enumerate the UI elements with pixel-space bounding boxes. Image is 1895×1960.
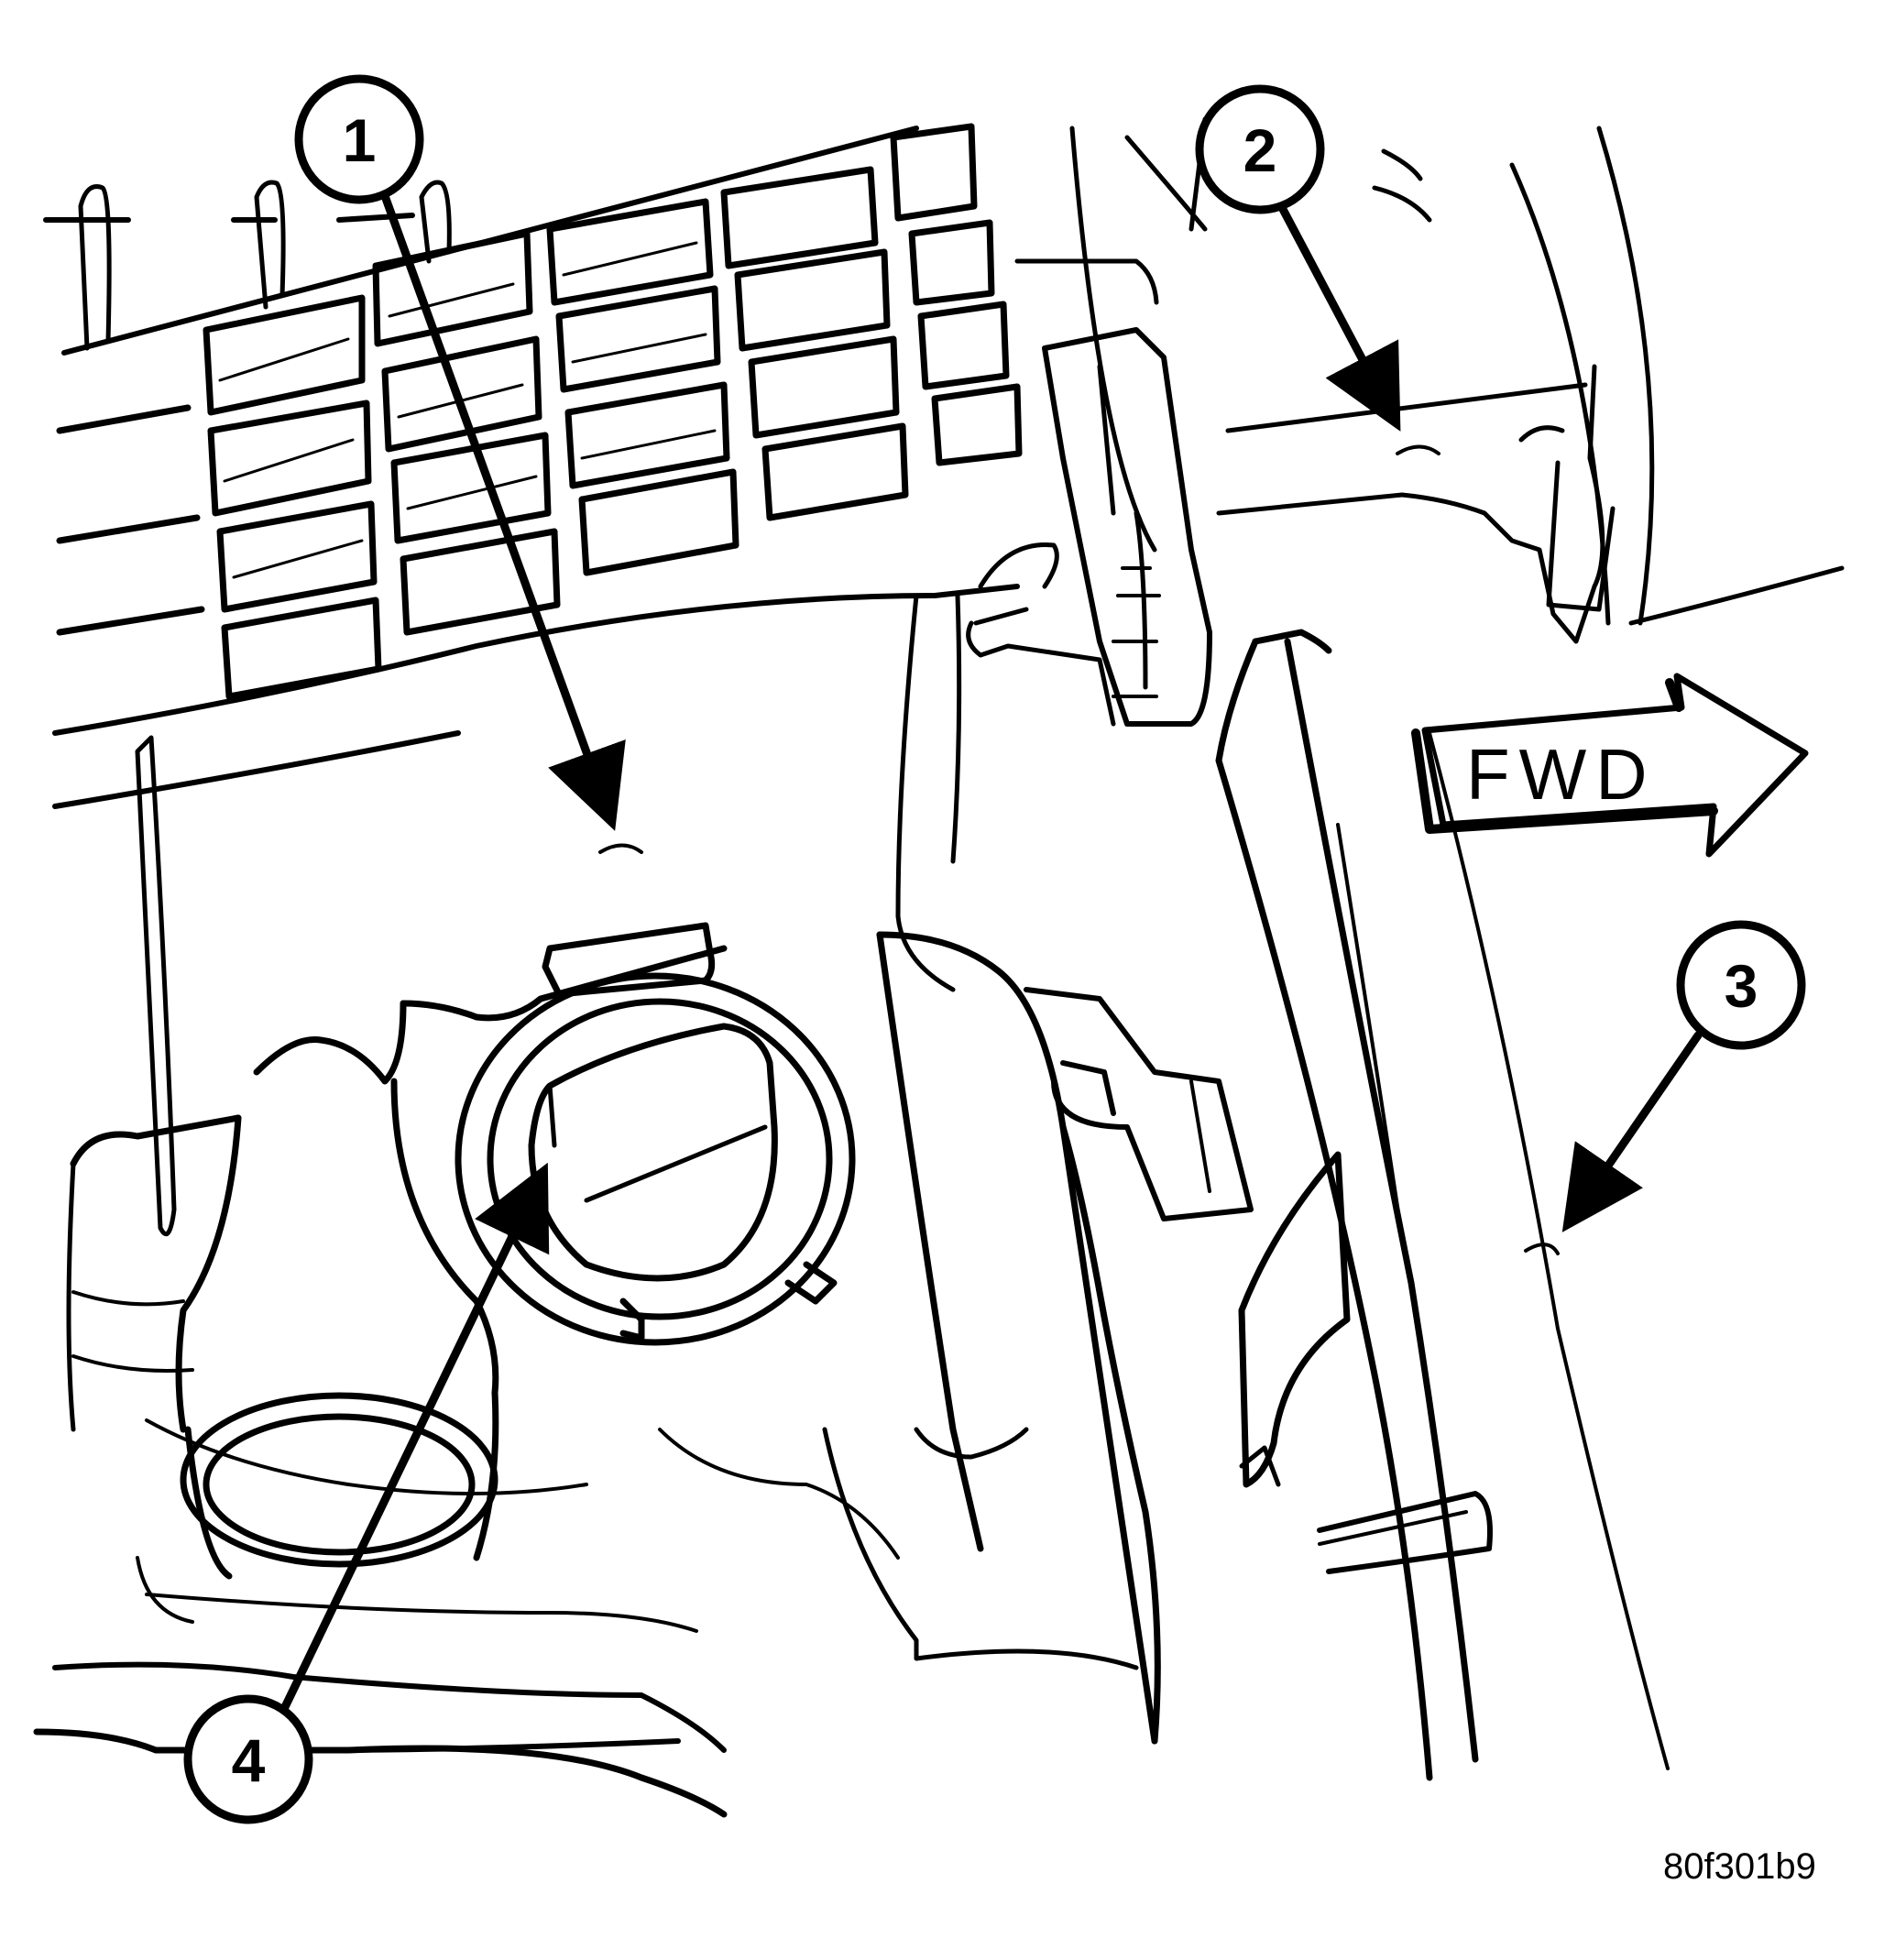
air-cleaner-housing (1014, 116, 1845, 727)
callout-3: 3 (1676, 920, 1806, 1050)
forward-direction-indicator: FWD (1411, 673, 1809, 858)
engine-cover (33, 931, 1161, 1818)
callout-1: 1 (294, 74, 424, 204)
mounting-bracket (1024, 987, 1254, 1221)
callout-3-label: 3 (1725, 952, 1758, 1020)
callout-1-label: 1 (343, 106, 377, 174)
hose-clip (895, 542, 1116, 992)
air-duct-grille (43, 123, 1023, 809)
leader-arrow-4b (309, 1738, 681, 1753)
leader-arrow-4 (279, 1162, 550, 1714)
leader-tips (598, 444, 1560, 1255)
leader-arrow-3 (1561, 1031, 1703, 1232)
oil-fill-tube (135, 735, 499, 1580)
fwd-label: FWD (1466, 734, 1657, 815)
callout-4-label: 4 (232, 1726, 266, 1794)
callout-4: 4 (183, 1694, 313, 1824)
callout-2-label: 2 (1243, 116, 1277, 184)
oil-fill-cap (455, 922, 856, 1346)
figure-id: 80f301b9 (1663, 1846, 1816, 1887)
callout-2: 2 (1195, 84, 1325, 214)
leader-arrow-1 (376, 179, 626, 831)
leader-arrow-2 (1265, 179, 1401, 432)
leader-lines (279, 179, 1703, 1753)
engine-shroud-panel (1215, 629, 1670, 1781)
